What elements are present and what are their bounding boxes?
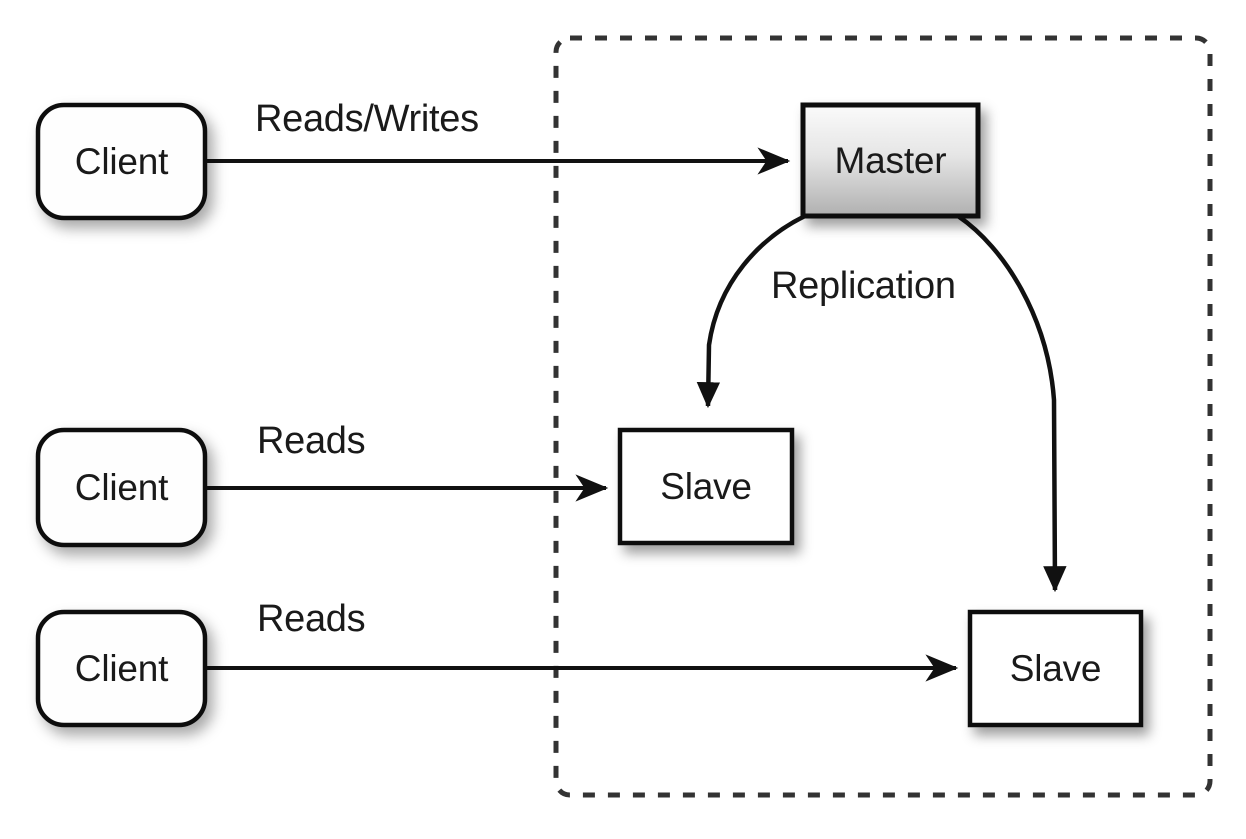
node-slave-1[interactable]: [617, 427, 795, 546]
edge-label-reads-slave-2: Reads: [257, 598, 366, 640]
node-slave-2[interactable]: [967, 609, 1144, 728]
node-master[interactable]: [800, 102, 981, 219]
edge-label-reads-writes: Reads/Writes: [255, 98, 479, 140]
node-client-2[interactable]: [35, 427, 208, 548]
edge-label-reads-slave-1: Reads: [257, 420, 366, 462]
node-client-1[interactable]: [35, 102, 208, 221]
node-client-3[interactable]: [35, 609, 208, 728]
database-cluster-boundary: [553, 35, 1213, 798]
edge-label-replication: Replication: [771, 265, 956, 307]
edge-master-to-slave1-replication: [696, 213, 806, 409]
edge-master-to-slave2-replication: [956, 214, 1067, 593]
